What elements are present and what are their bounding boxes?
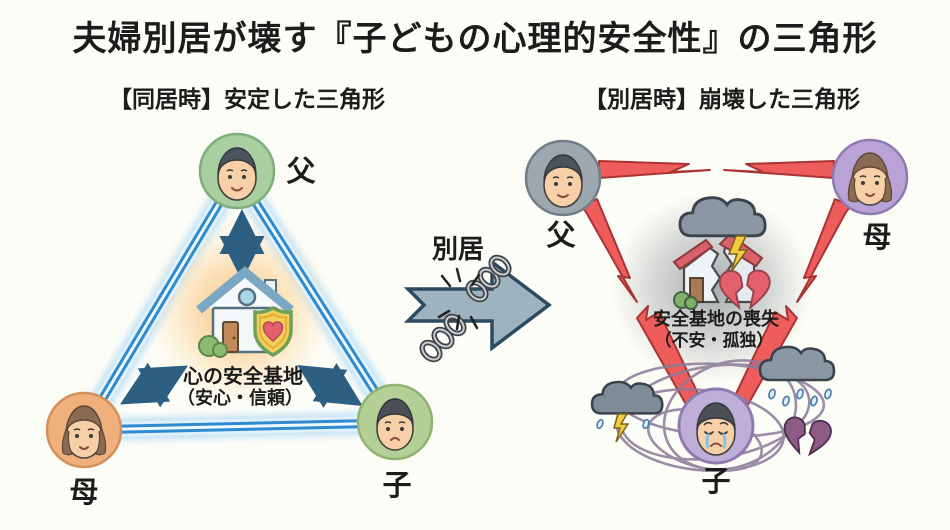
father-right-avatar: [524, 139, 602, 217]
rain-drop: [642, 418, 650, 430]
house-safe-base-icon: [196, 266, 294, 358]
heart-shield-icon: [253, 305, 293, 358]
mother-right-avatar: [831, 138, 909, 216]
right-center-caption-line1: 安全基地の喪失: [653, 309, 779, 329]
broken-heart-red-icon: [719, 269, 771, 311]
father-child-bond-upper: [580, 198, 638, 303]
storm-cloud-over-house: [678, 196, 767, 273]
lightning-bolt: [727, 235, 749, 273]
father-mother-bond-right: [723, 160, 835, 179]
child-center-arrow: [297, 363, 363, 408]
roof-left: [672, 238, 714, 271]
child-left-avatar: [356, 383, 434, 461]
father-mother-bond-left: [598, 160, 711, 179]
broken-chain-icon: [419, 254, 512, 363]
roof: [196, 266, 294, 314]
rain-cloud-right: [758, 345, 836, 407]
mother-center-arrow: [119, 362, 189, 408]
bond-arrows: [119, 209, 363, 408]
broken-red-bonds: [580, 160, 852, 409]
round-window: [237, 287, 257, 307]
rain-drop: [596, 418, 604, 430]
separation-arrow: [403, 258, 552, 352]
rain-drops: [768, 388, 832, 407]
child-right-avatar: [677, 387, 755, 465]
right-subtitle: 【別居時】崩壊した三角形: [584, 86, 860, 112]
left-center-caption-line1: 心の安全基地: [183, 366, 303, 388]
left-father-label: 父: [286, 156, 316, 188]
left-subtitle: 【同居時】安定した三角形: [109, 86, 385, 112]
door: [222, 321, 239, 353]
broken-heart-purple-icon: [783, 416, 832, 457]
right-center-caption-line2: （不安・孤独）: [654, 331, 774, 350]
mother-child-bond-upper: [796, 198, 852, 303]
father-left-avatar: [198, 132, 276, 210]
mother-left-avatar: [45, 391, 123, 469]
right-child-label: 子: [701, 466, 731, 498]
page-title: 夫婦別居が壊す『子どもの心理的安全性』の三角形: [72, 20, 878, 58]
break-burst: [437, 267, 481, 331]
lightning-bolt: [613, 413, 630, 443]
left-mother-label: 母: [69, 477, 99, 509]
separation-label: 別居: [431, 234, 485, 264]
storm-cloud-left: [590, 380, 664, 443]
right-mother-label: 母: [862, 222, 892, 254]
tears: [705, 433, 727, 449]
cracked-house-icon: [672, 232, 771, 311]
left-center-caption-line2: （安心・信頼）: [177, 388, 303, 408]
left-child-label: 子: [382, 470, 412, 502]
right-father-label: 父: [546, 220, 576, 252]
